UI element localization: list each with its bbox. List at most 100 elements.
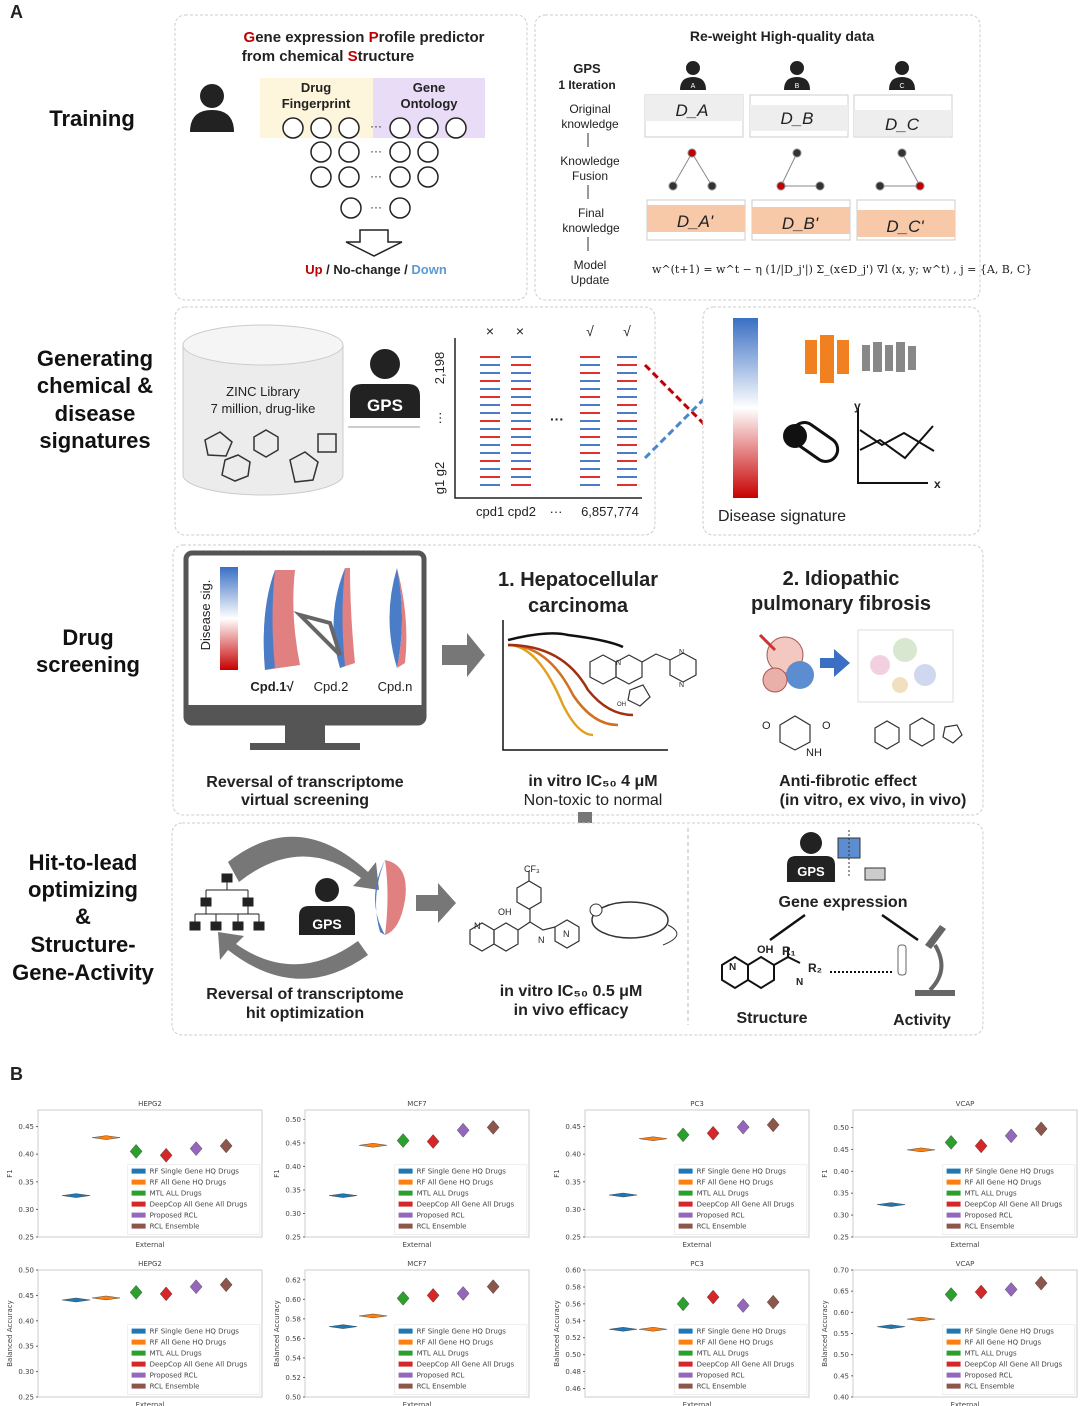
svg-text:disease: disease bbox=[55, 401, 136, 426]
legend-entry: Proposed RCL bbox=[150, 1212, 198, 1220]
violin-proposed-rcl bbox=[189, 1279, 203, 1295]
arrow bbox=[881, 913, 919, 942]
legend-swatch bbox=[946, 1168, 961, 1174]
cpd-label: Cpd.1√ bbox=[250, 679, 294, 694]
patients-icon bbox=[805, 335, 916, 383]
svg-text:Drug: Drug bbox=[62, 625, 113, 650]
legend-entry: MTL ALL Drugs bbox=[965, 1350, 1017, 1358]
legend-swatch bbox=[131, 1212, 146, 1218]
violin-mtl-all-drugs bbox=[396, 1291, 410, 1306]
single-cell-plot bbox=[857, 629, 954, 703]
legend-swatch bbox=[678, 1339, 693, 1345]
violin-deepcop-all-gene-all-drugs bbox=[426, 1134, 440, 1149]
violin-proposed-rcl bbox=[1004, 1282, 1018, 1297]
legend bbox=[127, 1324, 261, 1395]
x-axis-label: External bbox=[402, 1401, 431, 1406]
y-tick-label: 0.25 bbox=[285, 1234, 301, 1242]
x-axis-label: External bbox=[682, 1241, 711, 1249]
svg-text:knowledge: knowledge bbox=[561, 117, 619, 131]
legend-entry: RF All Gene HQ Drugs bbox=[697, 1339, 774, 1347]
legend-entry: DeepCop All Gene All Drugs bbox=[697, 1201, 795, 1209]
hcc-molecule bbox=[589, 652, 697, 707]
violin-rf-all-gene-hq-drugs bbox=[359, 1143, 388, 1148]
legend-entry: RCL Ensemble bbox=[150, 1223, 200, 1231]
svg-text:D_A: D_A bbox=[675, 101, 708, 120]
boxplot-icon bbox=[837, 830, 886, 881]
y-tick-label: 0.45 bbox=[565, 1123, 581, 1131]
panel-label-a: A bbox=[10, 2, 23, 22]
legend-entry: RCL Ensemble bbox=[417, 1223, 467, 1231]
screening-caption: virtual screening bbox=[241, 792, 369, 809]
legend-swatch bbox=[131, 1179, 146, 1185]
legend-swatch bbox=[678, 1361, 693, 1367]
user-icons: A B C bbox=[680, 61, 915, 90]
svg-text:signatures: signatures bbox=[39, 428, 150, 453]
atom-label: N bbox=[729, 962, 736, 973]
y-tick-label: 0.46 bbox=[565, 1385, 581, 1393]
legend-swatch bbox=[678, 1350, 693, 1356]
legend-swatch bbox=[131, 1190, 146, 1196]
datasets: D_A D_B D_C bbox=[644, 94, 953, 138]
legend-entry: RF Single Gene HQ Drugs bbox=[697, 1328, 787, 1336]
legend-swatch bbox=[398, 1190, 413, 1196]
reject-mark: × bbox=[486, 323, 494, 339]
legend-swatch bbox=[131, 1383, 146, 1389]
svg-text:C: C bbox=[899, 83, 904, 90]
legend-entry: DeepCop All Gene All Drugs bbox=[417, 1361, 515, 1369]
legend-entry: RCL Ensemble bbox=[150, 1383, 200, 1391]
x-axis-label: External bbox=[135, 1241, 164, 1249]
x-axis-label: External bbox=[950, 1401, 979, 1406]
zinc-subtitle: 7 million, drug-like bbox=[211, 401, 316, 416]
violin-mtl-all-drugs bbox=[676, 1127, 690, 1143]
reject-mark: × bbox=[516, 323, 524, 339]
legend-entry: MTL ALL Drugs bbox=[965, 1190, 1017, 1198]
dose-response-chart bbox=[502, 620, 668, 751]
y-tick-label: 0.45 bbox=[833, 1372, 849, 1380]
y-tick-label: 0.30 bbox=[833, 1212, 849, 1220]
legend-swatch bbox=[678, 1168, 693, 1174]
gps-title-line2: from chemical Structure bbox=[242, 48, 415, 65]
legend-swatch bbox=[678, 1372, 693, 1378]
violin-rf-all-gene-hq-drugs bbox=[907, 1147, 936, 1153]
violin-rf-single-gene-hq-drugs bbox=[609, 1327, 638, 1332]
legend-swatch bbox=[131, 1168, 146, 1174]
violin-chart: MCF7ExternalF10.250.300.350.400.450.50RF… bbox=[273, 1100, 530, 1249]
svg-text:D_B: D_B bbox=[780, 109, 813, 128]
violin-rf-single-gene-hq-drugs bbox=[62, 1193, 91, 1198]
y-tick-label: 0.25 bbox=[18, 1234, 34, 1242]
hit-caption: hit optimization bbox=[246, 1005, 364, 1022]
match-arrow bbox=[643, 373, 730, 460]
x-axis-label: External bbox=[135, 1401, 164, 1406]
legend bbox=[674, 1324, 808, 1395]
gene-expression-label: Gene expression bbox=[779, 894, 908, 911]
legend-entry: DeepCop All Gene All Drugs bbox=[150, 1201, 248, 1209]
svg-text:Structure-: Structure- bbox=[30, 932, 135, 957]
legend-entry: RCL Ensemble bbox=[417, 1383, 467, 1391]
signature-matrix bbox=[480, 356, 637, 486]
legend-swatch bbox=[398, 1201, 413, 1207]
legend-swatch bbox=[131, 1350, 146, 1356]
violin-mtl-all-drugs bbox=[944, 1287, 958, 1302]
violin-rf-single-gene-hq-drugs bbox=[329, 1324, 358, 1329]
violin-deepcop-all-gene-all-drugs bbox=[974, 1284, 988, 1300]
svg-text:Final: Final bbox=[578, 206, 604, 220]
matrix-axes bbox=[454, 338, 642, 499]
atom-label: N bbox=[679, 682, 684, 689]
fingerprint-label: Fingerprint bbox=[282, 96, 351, 111]
atom-label: N bbox=[616, 660, 621, 667]
violin-rf-single-gene-hq-drugs bbox=[329, 1193, 358, 1198]
legend-swatch bbox=[398, 1350, 413, 1356]
y-tick-label: 0.35 bbox=[833, 1190, 849, 1198]
gps-icon bbox=[299, 878, 355, 935]
y-tick-label: 0.45 bbox=[18, 1292, 34, 1300]
ellipsis: ··· bbox=[370, 119, 382, 133]
ellipsis: ··· bbox=[550, 411, 564, 427]
svg-text:D_B': D_B' bbox=[782, 214, 819, 233]
screening-caption: Reversal of transcriptome bbox=[206, 774, 404, 791]
svg-text:D_C: D_C bbox=[885, 115, 920, 134]
